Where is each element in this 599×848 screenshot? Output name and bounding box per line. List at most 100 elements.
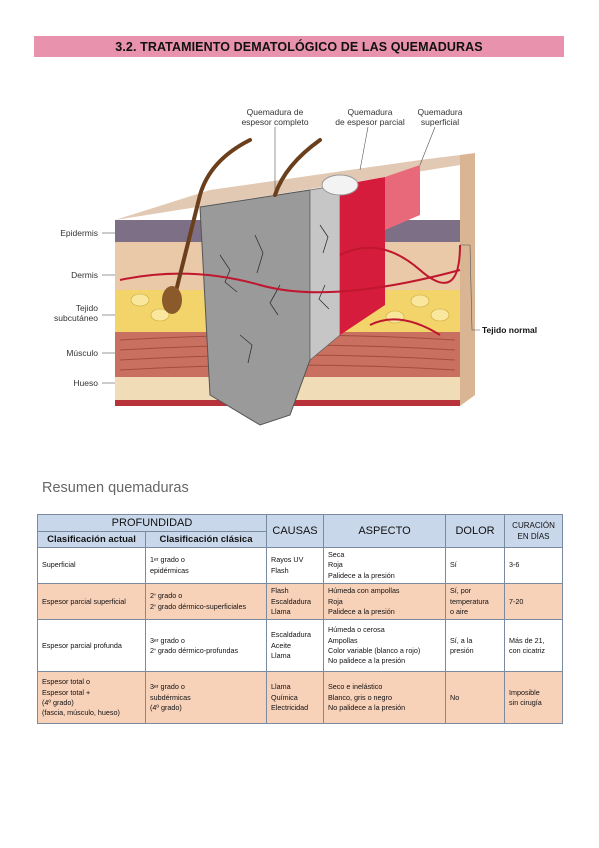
- skin-block-side: [460, 153, 475, 406]
- cell-clasificacion-clasica-line: 1er grado o: [150, 555, 185, 565]
- cell-aspecto-line: Seco e inelástico: [328, 682, 383, 692]
- cell-causas-line: Rayos UV: [271, 555, 304, 565]
- cell-aspecto-line: Húmeda con ampollas: [328, 586, 400, 596]
- blood-vessels: [119, 244, 461, 336]
- burn-depth-illustration: Quemadura de espesor completo Quemadura …: [40, 95, 560, 440]
- char-cracks: [219, 224, 330, 364]
- cell-causas-line: Electricidad: [271, 703, 309, 713]
- cell-clasificacion-actual-line: Superficial: [42, 560, 76, 570]
- label-subcutaneous-1: Tejido: [76, 303, 98, 313]
- label-bone: Hueso: [73, 378, 98, 388]
- cell-aspecto-line: No palidece a la presión: [328, 703, 406, 713]
- cell-curacion-line: sin cirugía: [509, 697, 542, 707]
- section-title: 3.2. TRATAMIENTO DEMATOLÓGICO DE LAS QUE…: [34, 36, 564, 57]
- label-muscle: Músculo: [66, 348, 98, 358]
- cell-aspecto-line: Roja: [328, 560, 343, 570]
- cell-curacion: Más de 21,con cicatriz: [504, 619, 564, 673]
- header-aspecto: ASPECTO: [323, 514, 447, 548]
- header-causas: CAUSAS: [266, 514, 325, 548]
- cell-clasificacion-actual-line: Espesor total o: [42, 677, 90, 687]
- header-curacion-line2: EN DÍAS: [517, 532, 550, 541]
- cell-clasificacion-clasica-line: subdérmicas: [150, 692, 191, 702]
- superficial-burn-zone: [385, 165, 420, 230]
- header-dolor: DOLOR: [445, 514, 506, 548]
- cell-clasificacion-actual-line: (fascia, músculo, hueso): [42, 708, 120, 718]
- cell-clasificacion-clasica-line: epidérmicas: [150, 565, 189, 575]
- cell-causas-line: Flash: [271, 586, 289, 596]
- hair-follicles: [173, 138, 322, 297]
- cell-clasificacion-clasica-line: (4º grado): [150, 703, 182, 713]
- cell-clasificacion-clasica-line: 3er grado o: [150, 682, 185, 692]
- cell-clasificacion-actual: Espesor parcial superficial: [37, 583, 146, 621]
- cell-aspecto-line: Húmeda o cerosa: [328, 625, 385, 635]
- hair-bulb-icon: [162, 286, 182, 314]
- header-curacion: CURACIÓN EN DÍAS: [504, 514, 564, 548]
- cell-dolor: Sí: [445, 546, 506, 585]
- cell-curacion-line: 7-20: [509, 596, 524, 606]
- cell-dolor-line: o aire: [450, 607, 468, 617]
- cell-clasificacion-clasica-line: 3er grado o: [150, 635, 185, 645]
- partial-thickness-burn-zone: [340, 177, 385, 335]
- label-epidermis: Epidermis: [60, 228, 98, 238]
- cell-curacion-line: Imposible: [509, 687, 540, 697]
- cell-dolor-line: presión: [450, 645, 474, 655]
- cell-aspecto-line: Color variable (blanco a rojo): [328, 645, 421, 655]
- label-full-thickness-1: Quemadura de: [247, 107, 304, 117]
- cell-aspecto-line: No palidece a la presión: [328, 656, 406, 666]
- cell-aspecto-line: Ampollas: [328, 635, 358, 645]
- label-partial-thickness-1: Quemadura: [348, 107, 393, 117]
- cell-curacion-line: con cicatriz: [509, 645, 545, 655]
- cell-causas-line: Llama: [271, 682, 291, 692]
- cell-dolor-line: Sí, por: [450, 586, 472, 596]
- cell-aspecto-line: Palidece a la presión: [328, 570, 395, 580]
- skin-surface-top: [115, 155, 460, 220]
- cell-clasificacion-actual-line: (4º grado): [42, 697, 74, 707]
- skin-layers-diagram: Quemadura de espesor completo Quemadura …: [54, 107, 537, 426]
- cell-clasificacion-clasica-line: 2º grado dérmico-superficiales: [150, 601, 247, 611]
- burn-summary-table: PROFUNDIDAD CAUSAS ASPECTO DOLOR CURACIÓ…: [36, 514, 564, 725]
- full-thickness-burn-face: [309, 184, 341, 361]
- cell-dolor-line: Sí, a la: [450, 635, 473, 645]
- header-curacion-line1: CURACIÓN: [512, 521, 555, 530]
- cell-causas-line: Aceite: [271, 640, 291, 650]
- header-clasificacion-clasica: Clasificación clásica: [144, 531, 268, 548]
- header-profundidad: PROFUNDIDAD: [36, 514, 268, 532]
- cell-causas-line: Química: [271, 692, 298, 702]
- label-normal-tissue: Tejido normal: [482, 325, 537, 335]
- cell-clasificacion-actual-line: Espesor parcial profunda: [42, 640, 122, 650]
- cell-dolor-line: No: [450, 692, 460, 702]
- cell-clasificacion-clasica-line: 2º grado o: [150, 591, 183, 601]
- cell-aspecto-line: Blanco, gris o negro: [328, 692, 392, 702]
- cell-causas-line: Escaldadura: [271, 630, 311, 640]
- cell-curacion-line: 3-6: [509, 560, 520, 570]
- label-leaders: [102, 126, 480, 384]
- cell-aspecto-line: Palidece a la presión: [328, 607, 395, 617]
- label-superficial-2: superficial: [421, 117, 459, 127]
- cell-clasificacion-actual: Superficial: [37, 546, 146, 585]
- cell-dolor-line: temperatura: [450, 596, 489, 606]
- cell-clasificacion-clasica-line: 2º grado dérmico-profundas: [150, 645, 239, 655]
- blister-icon: [321, 174, 359, 196]
- cell-clasificacion-actual-line: Espesor total +: [42, 687, 91, 697]
- summary-heading: Resumen quemaduras: [42, 480, 189, 496]
- label-subcutaneous-2: subcutáneo: [54, 313, 98, 323]
- cell-curacion: 7-20: [504, 583, 564, 621]
- cell-clasificacion-actual: Espesor parcial profunda: [37, 619, 146, 673]
